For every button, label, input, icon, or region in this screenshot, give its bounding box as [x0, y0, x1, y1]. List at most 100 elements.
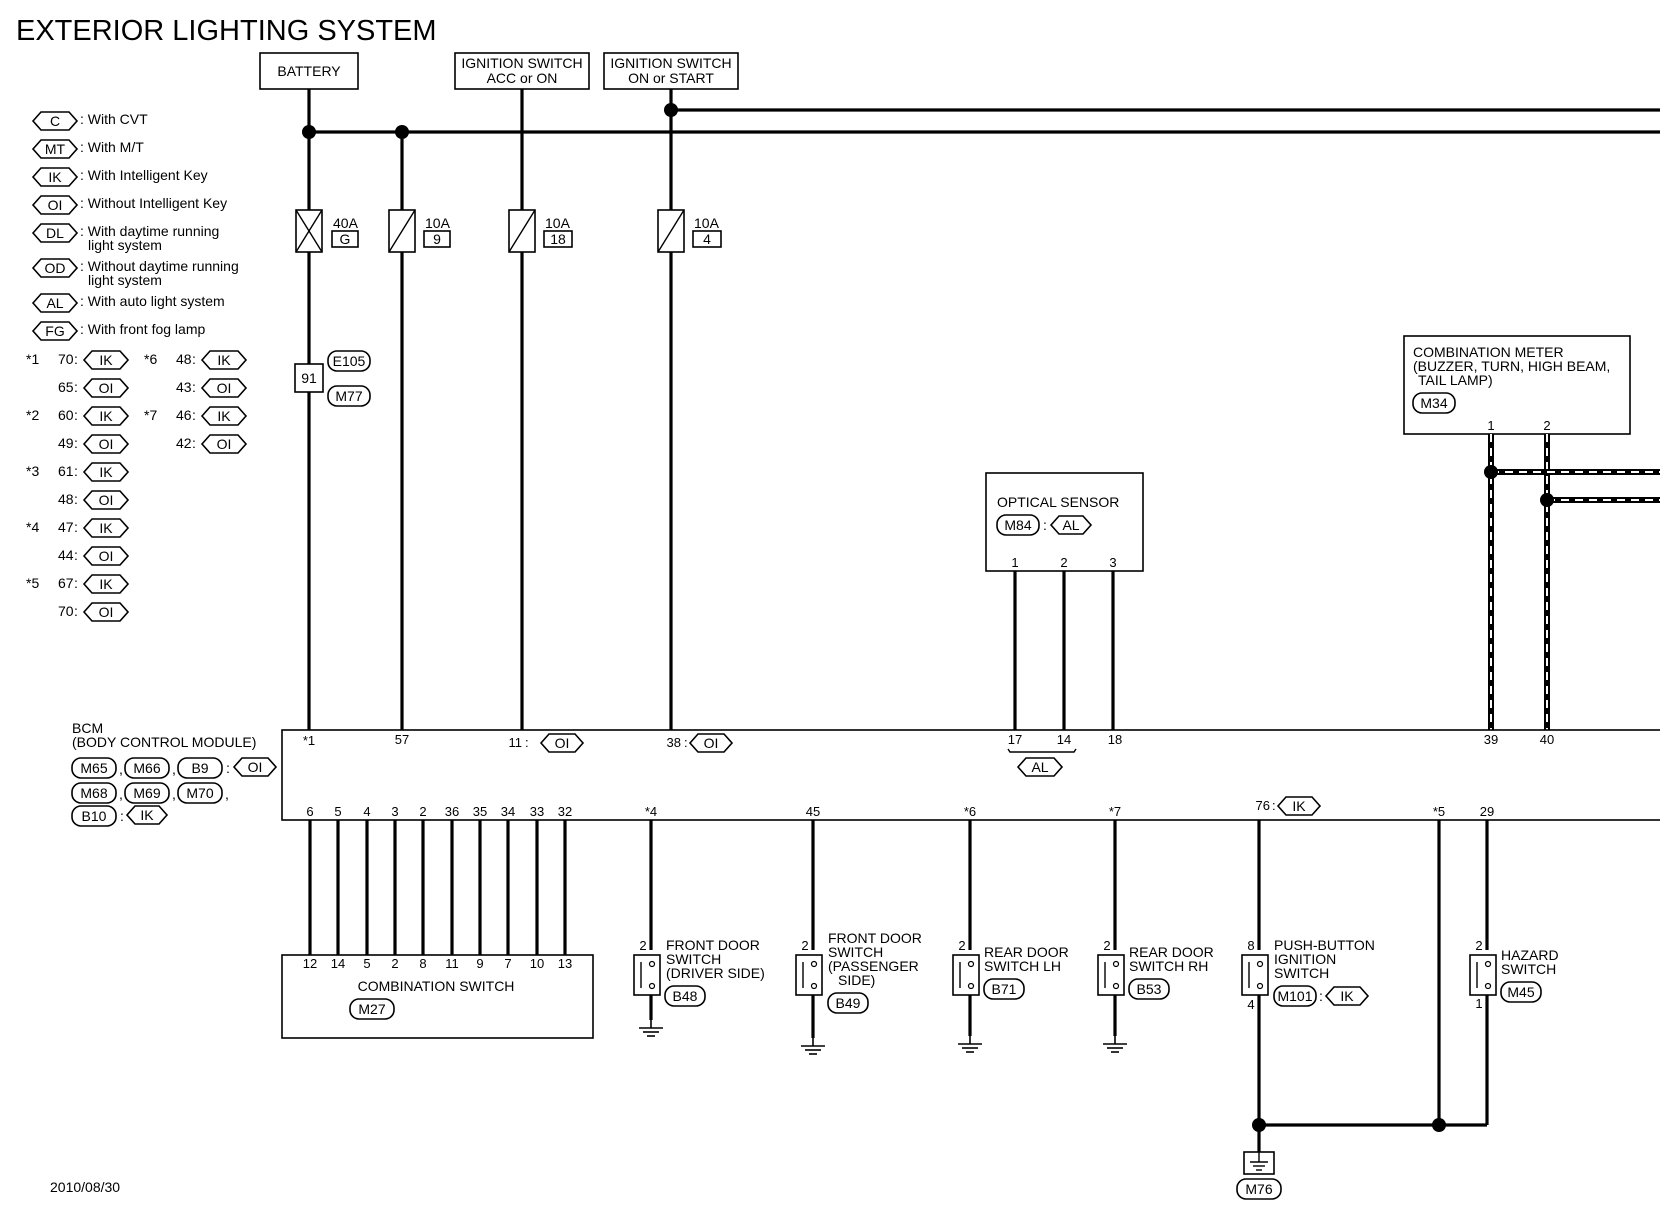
switch-conn: M101 — [1277, 988, 1312, 1004]
combination-switch-pin: 12 — [303, 956, 317, 971]
footnote-code: IK — [99, 576, 113, 592]
svg-text:,: , — [119, 786, 123, 802]
footnote-code: OI — [217, 380, 232, 396]
legend-code: C — [50, 113, 60, 129]
svg-text::: : — [74, 603, 78, 619]
footnote-code: IK — [217, 352, 231, 368]
footnote-pin: 46 — [176, 407, 192, 423]
joint-conn-2: M77 — [335, 388, 362, 404]
optical-sensor-pin: 2 — [1060, 555, 1067, 570]
svg-text::: : — [74, 435, 78, 451]
legend-item: OD : Without daytime running light syste… — [31, 258, 239, 288]
fuse-40a: 40A G — [295, 209, 359, 253]
switch-conn: B53 — [1137, 981, 1162, 997]
bcm-bottom-pin: 76 — [1256, 798, 1270, 813]
optical-sensor-pin: 3 — [1109, 555, 1116, 570]
svg-text::: : — [74, 491, 78, 507]
bcm-top-code: AL — [1031, 759, 1048, 775]
bcm-label-2: (BODY CONTROL MODULE) — [72, 734, 256, 750]
svg-text::: : — [1272, 798, 1276, 813]
combination-switch-pin: 7 — [504, 956, 511, 971]
svg-text:,: , — [119, 761, 123, 777]
legend-item: DL : With daytime running light system — [31, 223, 219, 253]
fuse-amp: 10A — [545, 215, 571, 231]
switch-label-3: SWITCH — [1274, 965, 1329, 981]
footnote-mark: *7 — [144, 407, 157, 423]
footnote-pin: 65 — [58, 379, 74, 395]
combination-switch-pin: 14 — [331, 956, 345, 971]
fuse-10a-4: 10A 4 — [657, 209, 722, 253]
legend-code: DL — [46, 225, 64, 241]
switch-label-1: FRONT DOOR — [828, 930, 922, 946]
bcm-top-pin: 38 — [667, 735, 681, 750]
footnote-code: OI — [99, 380, 114, 396]
svg-text::: : — [525, 735, 529, 750]
combination-switch-conn: M27 — [358, 1001, 385, 1017]
switch-label-1: REAR DOOR — [984, 944, 1069, 960]
combination-switch-pin: 13 — [558, 956, 572, 971]
bcm-conn: B9 — [191, 760, 208, 776]
footnote-code: IK — [99, 520, 113, 536]
switch-label-2: SWITCH — [828, 944, 883, 960]
joint-connector: 91 E105 M77 — [294, 350, 371, 407]
switch-pin: 2 — [958, 938, 965, 953]
combination-meter-pin: 2 — [1543, 418, 1550, 433]
legend-code: MT — [45, 141, 66, 157]
footnote-code: OI — [99, 436, 114, 452]
bcm-bottom-pin: 36 — [445, 804, 459, 819]
bcm-bottom-pin: 4 — [363, 804, 370, 819]
legend-text: : Without daytime running — [80, 258, 239, 274]
bcm-bottom-pin: 32 — [558, 804, 572, 819]
footnote-mark: *3 — [26, 463, 39, 479]
legend-text: : With M/T — [80, 139, 144, 155]
optical-sensor-label: OPTICAL SENSOR — [997, 494, 1119, 510]
switch-label-2: SWITCH — [666, 951, 721, 967]
footnote-pin: 60 — [58, 407, 74, 423]
legend-code: IK — [48, 169, 62, 185]
footnote-code: OI — [99, 492, 114, 508]
svg-text::: : — [192, 407, 196, 423]
combination-meter: COMBINATION METER (BUZZER, TURN, HIGH BE… — [1403, 335, 1660, 730]
footnote-mark: *2 — [26, 407, 39, 423]
optical-sensor-code: AL — [1062, 517, 1079, 533]
combination-switch-label: COMBINATION SWITCH — [358, 978, 515, 994]
legend-item: C : With CVT — [31, 111, 148, 131]
battery-label: BATTERY — [277, 63, 341, 79]
switch-label-1: REAR DOOR — [1129, 944, 1214, 960]
bcm-top-pin: *1 — [303, 733, 315, 748]
bcm-bottom-pin: 2 — [419, 804, 426, 819]
fuse-amp: 10A — [425, 215, 451, 231]
svg-text::: : — [192, 351, 196, 367]
combination-switch: 12 14 5 2 8 11 9 7 10 13 COMBINATION SWI… — [281, 954, 594, 1039]
ignition-acc-source: IGNITION SWITCH ACC or ON — [454, 52, 590, 90]
footnotes: *1 70 : IK 65 : OI *2 60 : IK 49 : OI *3… — [26, 350, 248, 622]
battery-source: BATTERY — [259, 52, 359, 90]
bcm-bottom-pin: 45 — [806, 804, 820, 819]
switch-pin: 8 — [1247, 938, 1254, 953]
footnote-code: OI — [99, 604, 114, 620]
footnote-code: IK — [99, 464, 113, 480]
switch-label-2: SWITCH RH — [1129, 958, 1208, 974]
front-door-switch-passenger: 2 FRONT DOOR SWITCH (PASSENGER SIDE) B49 — [795, 820, 922, 1055]
fuse-id: G — [340, 231, 351, 247]
combination-switch-pin: 10 — [530, 956, 544, 971]
switch-label-3: (DRIVER SIDE) — [666, 965, 765, 981]
svg-text::: : — [74, 379, 78, 395]
bcm-top-pin: 39 — [1484, 732, 1498, 747]
svg-text::: : — [74, 351, 78, 367]
bcm-bottom-pin: *6 — [964, 804, 976, 819]
switch-pin-2: 4 — [1247, 997, 1254, 1012]
bcm-bottom-pin: *7 — [1109, 804, 1121, 819]
switch-conn: B48 — [673, 988, 698, 1004]
rear-door-switch-rh: 2 REAR DOOR SWITCH RH B53 — [1097, 820, 1214, 1053]
switch-pin: 2 — [801, 938, 808, 953]
bcm-label-1: BCM — [72, 720, 103, 736]
legend-item: IK : With Intelligent Key — [31, 167, 208, 187]
svg-text::: : — [1319, 988, 1323, 1004]
joint-pin: 91 — [301, 370, 317, 386]
optical-sensor-conn: M84 — [1004, 517, 1031, 533]
legend-text: : With front fog lamp — [80, 321, 205, 337]
switch-pin: 2 — [639, 938, 646, 953]
ignition-acc-line2: ACC or ON — [487, 70, 558, 86]
svg-text:,: , — [172, 761, 176, 777]
